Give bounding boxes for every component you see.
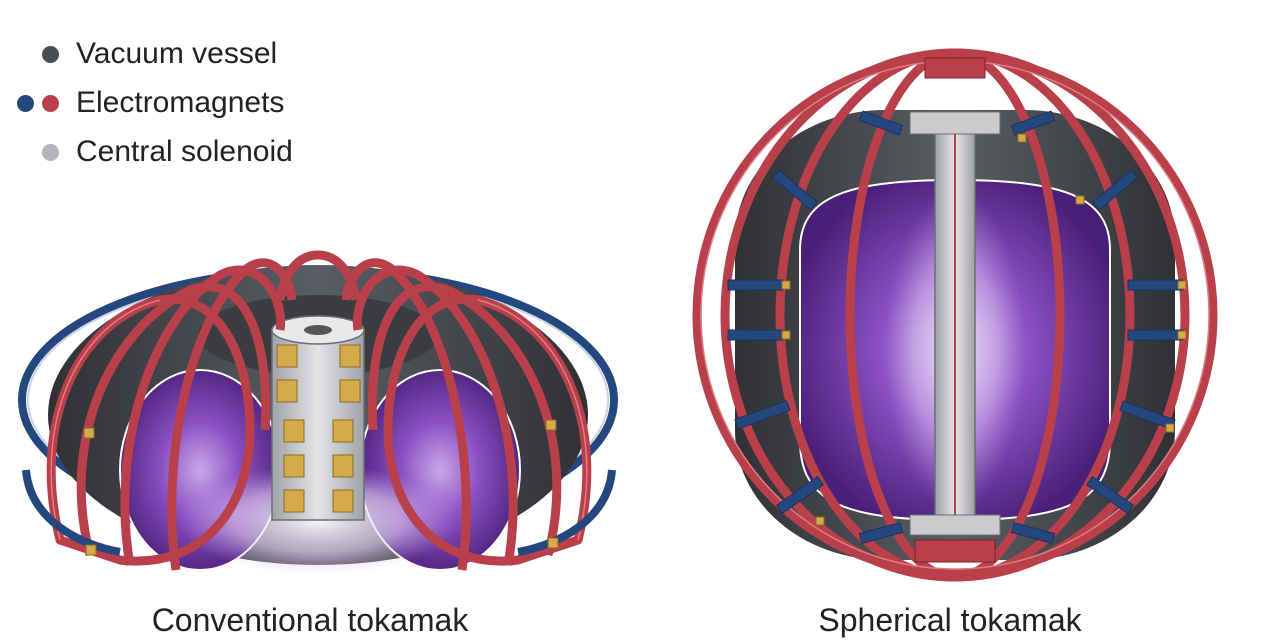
top-magnet-hub xyxy=(924,57,986,79)
bottom-magnet-hub xyxy=(914,539,996,563)
solenoid-bottom-cap xyxy=(909,514,1001,536)
conventional-tokamak xyxy=(18,250,618,575)
spherical-coils-red xyxy=(692,48,1218,582)
spherical-gold-connectors xyxy=(781,133,1187,526)
solenoid-top-cap xyxy=(909,111,1001,135)
poloidal-coil-blue-front-left xyxy=(22,469,121,556)
electromagnet-blue-swatch xyxy=(17,95,34,112)
central-solenoid-hole xyxy=(304,325,332,335)
solenoid-gold-blocks xyxy=(276,344,361,513)
toroidal-coils-red xyxy=(46,250,592,571)
caption-conventional-tokamak: Conventional tokamak xyxy=(151,602,469,638)
legend-label: Vacuum vessel xyxy=(76,37,278,70)
spherical-tokamak xyxy=(692,48,1218,582)
caption-spherical-tokamak: Spherical tokamak xyxy=(818,602,1082,638)
vacuum-vessel-swatch xyxy=(42,46,59,63)
spherical-coils-blue xyxy=(727,110,1184,544)
central-solenoid-swatch xyxy=(42,144,59,161)
poloidal-coil-blue-front-right xyxy=(517,469,616,556)
coil-gold-connectors-left xyxy=(83,419,559,556)
legend-label: Central solenoid xyxy=(76,135,293,168)
electromagnet-red-swatch xyxy=(42,95,59,112)
legend-label: Electromagnets xyxy=(76,86,285,119)
toroidal-coils-red-highlight xyxy=(50,299,588,541)
